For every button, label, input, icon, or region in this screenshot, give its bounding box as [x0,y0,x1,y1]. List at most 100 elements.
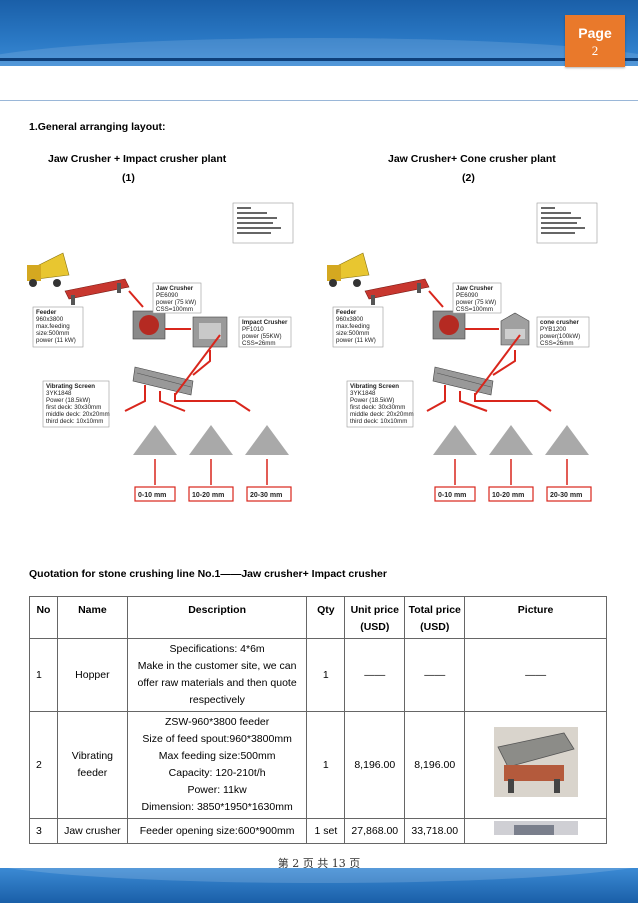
screen-label-0: Vibrating Screen [46,383,95,390]
jaw-label-0: Jaw Crusher [456,285,494,292]
feeder-machine-icon [64,278,130,305]
row-picture [464,818,607,844]
col-picture: Picture [464,596,607,639]
screen-label-3: first deck: 30x30mm [46,404,101,411]
table-header-row: No Name Description Qty Unit price (USD)… [29,596,607,639]
screen-label-5: third deck: 10x10mm [46,418,103,425]
screen-label-3: first deck: 30x30mm [350,404,405,411]
jaw-crusher-icon [132,310,166,340]
output-label-1: 10-20 mm [192,492,224,499]
desc-line: Feeder opening size:600*900mm [139,824,295,837]
feeder-photo [493,727,578,797]
row-name: Vibrating feeder [56,711,128,819]
vibrating-screen-icon [132,366,194,396]
output-label-2: 20-30 mm [550,492,582,499]
feeder-label-4: power (11 kW) [336,337,376,344]
desc-line: Make in the customer site, we can offer … [137,660,297,706]
desc-line: Size of feed spout:960*3800mm [142,733,292,745]
right-plant-number: (2) [462,172,475,184]
screen-label-1: 3YK1848 [350,390,376,397]
left-plant-number: (1) [122,172,135,184]
crusher2-label-0: cone crusher [540,319,579,326]
diagram-right: Feeder 960x3800 max.feeding size:500mm p… [327,202,598,502]
output-arrows [154,459,268,485]
page-number: 2 [591,43,599,58]
jaw-label-2: power (75 kW) [456,299,496,306]
jaw-label-2: power (75 kW) [156,299,196,306]
feeder-label-3: size:500mm [336,330,369,337]
feeder-label-0: Feeder [36,309,57,316]
row-unit-price: 27,868.00 [344,818,406,844]
row-qty: 1 [306,638,346,712]
machine-labels: Feeder 960x3800 max.feeding size:500mm p… [32,282,292,428]
crusher2-label-1: PF1010 [242,326,264,333]
output-label-0: 0-10 mm [138,492,166,499]
truck-icon [327,252,370,287]
output-label-0: 0-10 mm [438,492,466,499]
crusher2-label-3: CSS=26mm [242,340,276,347]
row-no: 3 [29,818,58,844]
output-arrows [454,459,568,485]
screen-label-0: Vibrating Screen [350,383,399,390]
diagram-left: Feeder 960x3800 max.feeding size:500mm p… [27,202,294,502]
output-label-2: 20-30 mm [250,492,282,499]
jaw-label-0: Jaw Crusher [156,285,194,292]
output-boxes: 0-10 mm 10-20 mm 20-30 mm [134,486,292,502]
spec-tag-lines [541,207,585,234]
cone-crusher-icon [500,312,530,346]
page-footer [0,868,638,903]
table-row: 3 Jaw crusher Feeder opening size:600*90… [29,818,607,844]
quotation-table: No Name Description Qty Unit price (USD)… [29,596,607,844]
table-row: 2 Vibrating feeder ZSW-960*3800 feeder S… [29,711,607,819]
quotation-title: Quotation for stone crushing line No.1——… [29,568,387,580]
feeder-label-1: 960x3800 [336,316,364,323]
crusher2-label-2: power(100kW) [540,333,580,340]
feeder-label-2: max.feeding [36,323,70,330]
desc-line: Dimension: 3850*1950*1630mm [141,801,293,813]
aggregate-piles [133,425,289,455]
screen-label-4: middle deck: 20x20mm [350,411,414,418]
footer-page-number: 第 2 页 共 13 页 [277,857,361,870]
crusher2-label-1: PYB1200 [540,326,567,333]
col-no: No [29,596,58,639]
aggregate-piles [433,425,589,455]
row-no: 2 [29,711,58,819]
col-name: Name [56,596,128,639]
jaw-label-3: CSS=100mm [456,306,493,313]
jaw-label-3: CSS=100mm [156,306,193,313]
row-no: 1 [29,638,58,712]
flow-arrows [124,290,251,412]
row-unit-price: —— [344,638,406,712]
row-picture [464,711,607,819]
screen-label-1: 3YK1848 [46,390,72,397]
output-label-1: 10-20 mm [492,492,524,499]
right-plant-title: Jaw Crusher+ Cone crusher plant [388,153,556,165]
feeder-label-3: size:500mm [36,330,69,337]
desc-line: Capacity: 120-210t/h [168,767,266,779]
crusher2-label-2: power (55KW) [242,333,282,340]
screen-label-4: middle deck: 20x20mm [46,411,110,418]
page-header [0,0,638,66]
screen-label-2: Power (18.5kW) [46,397,90,404]
row-name: Jaw crusher [56,818,128,844]
feeder-label-0: Feeder [336,309,357,316]
flow-arrows [426,290,552,412]
row-description: Specifications: 4*6m Make in the custome… [126,638,308,712]
table-row: 1 Hopper Specifications: 4*6m Make in th… [29,638,607,712]
section-heading: 1.General arranging layout: [29,121,166,133]
header-divider [0,100,638,101]
jaw-label-1: PE6090 [456,292,479,299]
row-picture: —— [464,638,607,712]
feeder-machine-icon [364,278,430,305]
col-qty: Qty [306,596,346,639]
desc-line: Max feeding size:500mm [158,750,276,762]
crusher2-label-3: CSS=26mm [540,340,574,347]
row-total-price: 33,718.00 [404,818,466,844]
page-label: Page [578,25,612,41]
row-name: Hopper [56,638,128,712]
crusher2-label-0: Impact Crusher [242,319,288,326]
feeder-label-4: power (11 kW) [36,337,76,344]
spec-tag-lines [237,207,281,234]
vibrating-screen-icon [432,366,494,396]
feeder-label-2: max.feeding [336,323,370,330]
